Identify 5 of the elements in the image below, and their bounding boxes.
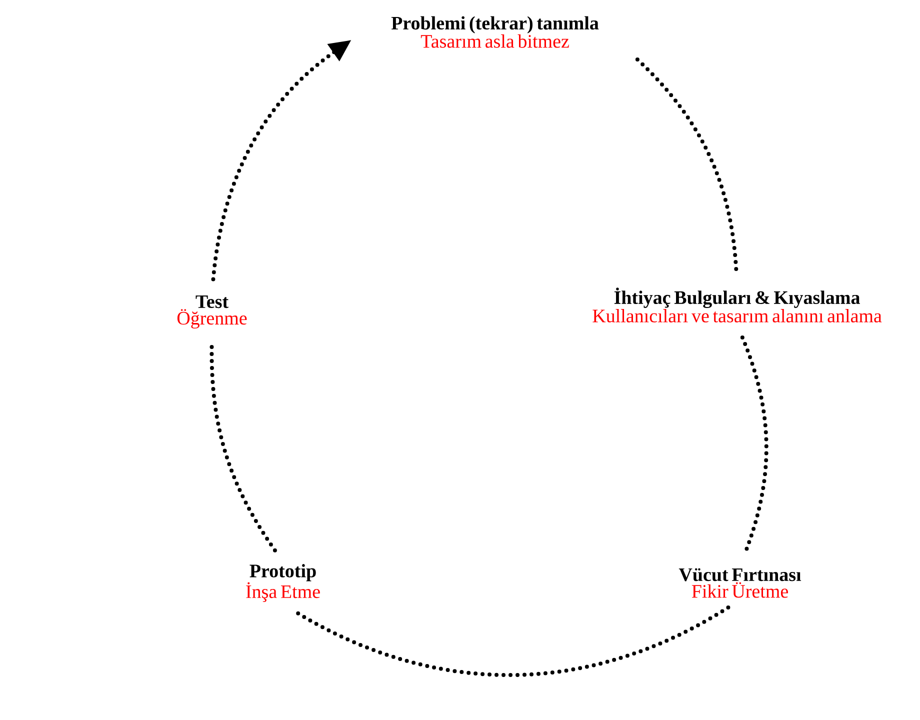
step-label: Vücut Fırtınası Fikir Üretme (678, 568, 802, 598)
step-label: Problemi (tekrar) tanımla Tasarım asla bitmez (391, 16, 599, 48)
step-label: Prototip İnşa Etme (246, 564, 320, 602)
step-label: İhtiyaç Bulguları & Kıyaslama Kullanıcıları ve tasarım alanını anlama (592, 288, 882, 322)
step-label: Test Öğrenme (177, 295, 247, 329)
